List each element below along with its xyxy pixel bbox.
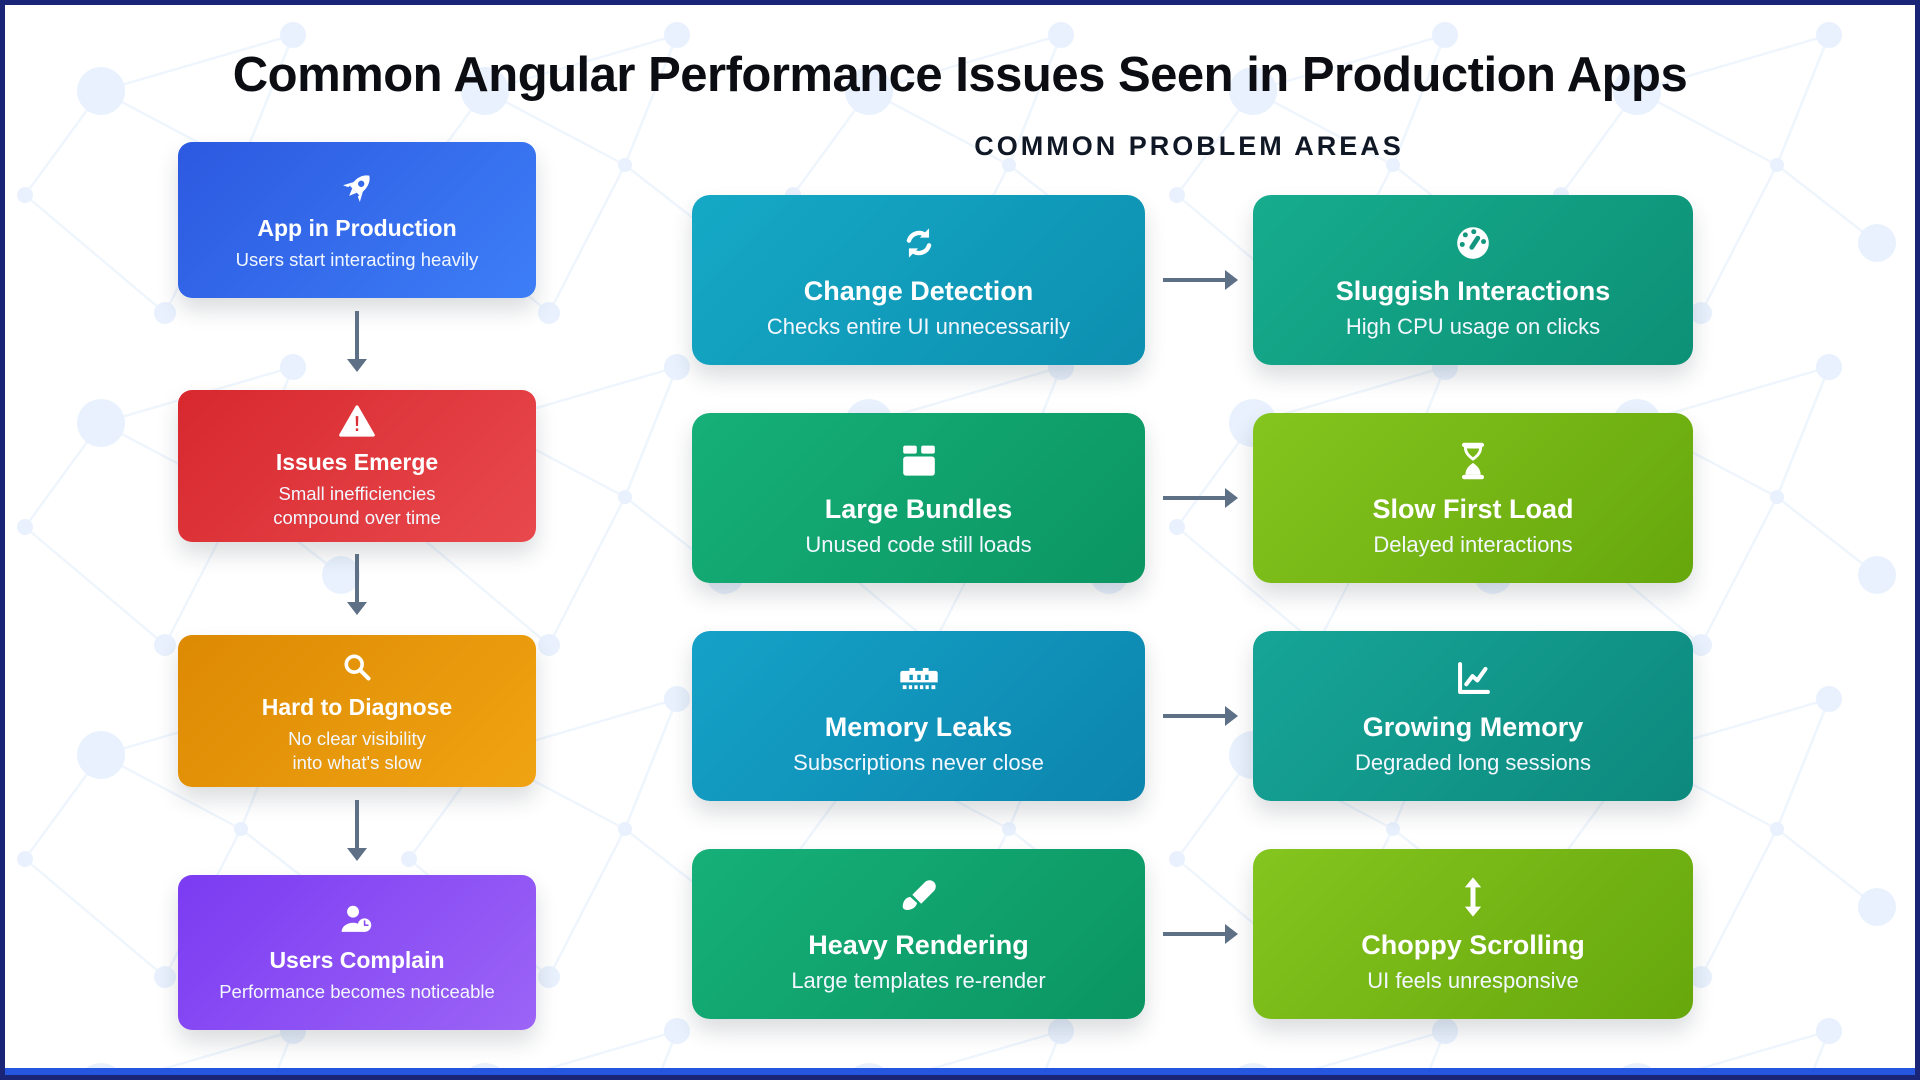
flow-card-app-in-production: App in Production Users start interactin…	[178, 142, 536, 298]
section-heading: COMMON PROBLEM AREAS	[974, 131, 1404, 161]
effect-card-subtitle: Degraded long sessions	[1354, 749, 1592, 775]
cause-effect-arrow-2	[1163, 488, 1238, 508]
effect-card-subtitle: High CPU usage on clicks	[1345, 313, 1601, 339]
effect-card-title: Sluggish Interactions	[1335, 275, 1611, 306]
cause-effect-arrow-1	[1163, 270, 1238, 290]
effect-card-growing-memory: Growing Memory Degraded long sessions	[1253, 631, 1693, 801]
flow-card-title: App in Production	[257, 214, 457, 241]
effect-card-title: Choppy Scrolling	[1361, 929, 1585, 960]
flow-card-title: Users Complain	[269, 947, 445, 974]
problem-card-memory-leaks: Memory Leaks Subscriptions never close	[692, 631, 1145, 801]
effect-card-title: Slow First Load	[1372, 493, 1574, 524]
rocket-icon	[338, 169, 376, 207]
problem-card-change-detection: Change Detection Checks entire UI unnece…	[692, 195, 1145, 365]
bottom-accent-bar	[5, 1068, 1915, 1075]
effect-card-sluggish-interactions: Sluggish Interactions High CPU usage on …	[1253, 195, 1693, 365]
effect-card-subtitle: Delayed interactions	[1373, 531, 1573, 557]
problem-card-subtitle: Large templates re-render	[791, 967, 1046, 993]
problem-card-subtitle: Checks entire UI unnecessarily	[766, 313, 1071, 339]
effect-card-subtitle: UI feels unresponsive	[1367, 967, 1579, 993]
arrows-up-down-icon	[1450, 874, 1496, 920]
effect-card-title: Growing Memory	[1362, 711, 1584, 742]
flow-card-subtitle: Performance becomes noticeable	[219, 981, 495, 1003]
flow-card-title: Issues Emerge	[275, 449, 439, 476]
problem-card-title: Memory Leaks	[824, 711, 1013, 742]
problem-card-subtitle: Subscriptions never close	[793, 749, 1044, 775]
flow-arrow-down-2	[347, 554, 367, 615]
sync-arrows-icon	[896, 220, 942, 266]
effect-card-choppy-scrolling: Choppy Scrolling UI feels unresponsive	[1253, 849, 1693, 1019]
chart-line-icon	[1450, 656, 1496, 702]
flow-card-issues-emerge: Issues Emerge Small inefficiencies compo…	[178, 390, 536, 542]
problem-card-subtitle: Unused code still loads	[805, 531, 1032, 557]
magnifying-glass-icon	[338, 648, 376, 686]
cause-effect-arrow-3	[1163, 706, 1238, 726]
problem-card-title: Large Bundles	[824, 493, 1013, 524]
cause-effect-arrow-4	[1163, 924, 1238, 944]
user-clock-icon	[338, 901, 376, 939]
flow-arrow-down-3	[347, 800, 367, 861]
page-title: Common Angular Performance Issues Seen i…	[232, 48, 1688, 102]
warning-triangle-icon	[338, 403, 376, 441]
paintbrush-icon	[896, 874, 942, 920]
hourglass-icon	[1450, 438, 1496, 484]
flow-card-users-complain: Users Complain Performance becomes notic…	[178, 875, 536, 1030]
gauge-icon	[1450, 220, 1496, 266]
effect-card-slow-first-load: Slow First Load Delayed interactions	[1253, 413, 1693, 583]
flow-card-subtitle: No clear visibility into what's slow	[288, 728, 426, 773]
problem-card-title: Heavy Rendering	[808, 929, 1029, 960]
flow-arrow-down-1	[347, 311, 367, 372]
ram-memory-icon	[896, 656, 942, 702]
flow-card-hard-to-diagnose: Hard to Diagnose No clear visibility int…	[178, 635, 536, 787]
problem-card-title: Change Detection	[803, 275, 1034, 306]
flow-card-subtitle: Small inefficiencies compound over time	[273, 483, 441, 528]
flow-card-title: Hard to Diagnose	[261, 694, 453, 721]
problem-card-large-bundles: Large Bundles Unused code still loads	[692, 413, 1145, 583]
package-box-icon	[896, 438, 942, 484]
problem-card-heavy-rendering: Heavy Rendering Large templates re-rende…	[692, 849, 1145, 1019]
flow-card-subtitle: Users start interacting heavily	[235, 248, 479, 270]
